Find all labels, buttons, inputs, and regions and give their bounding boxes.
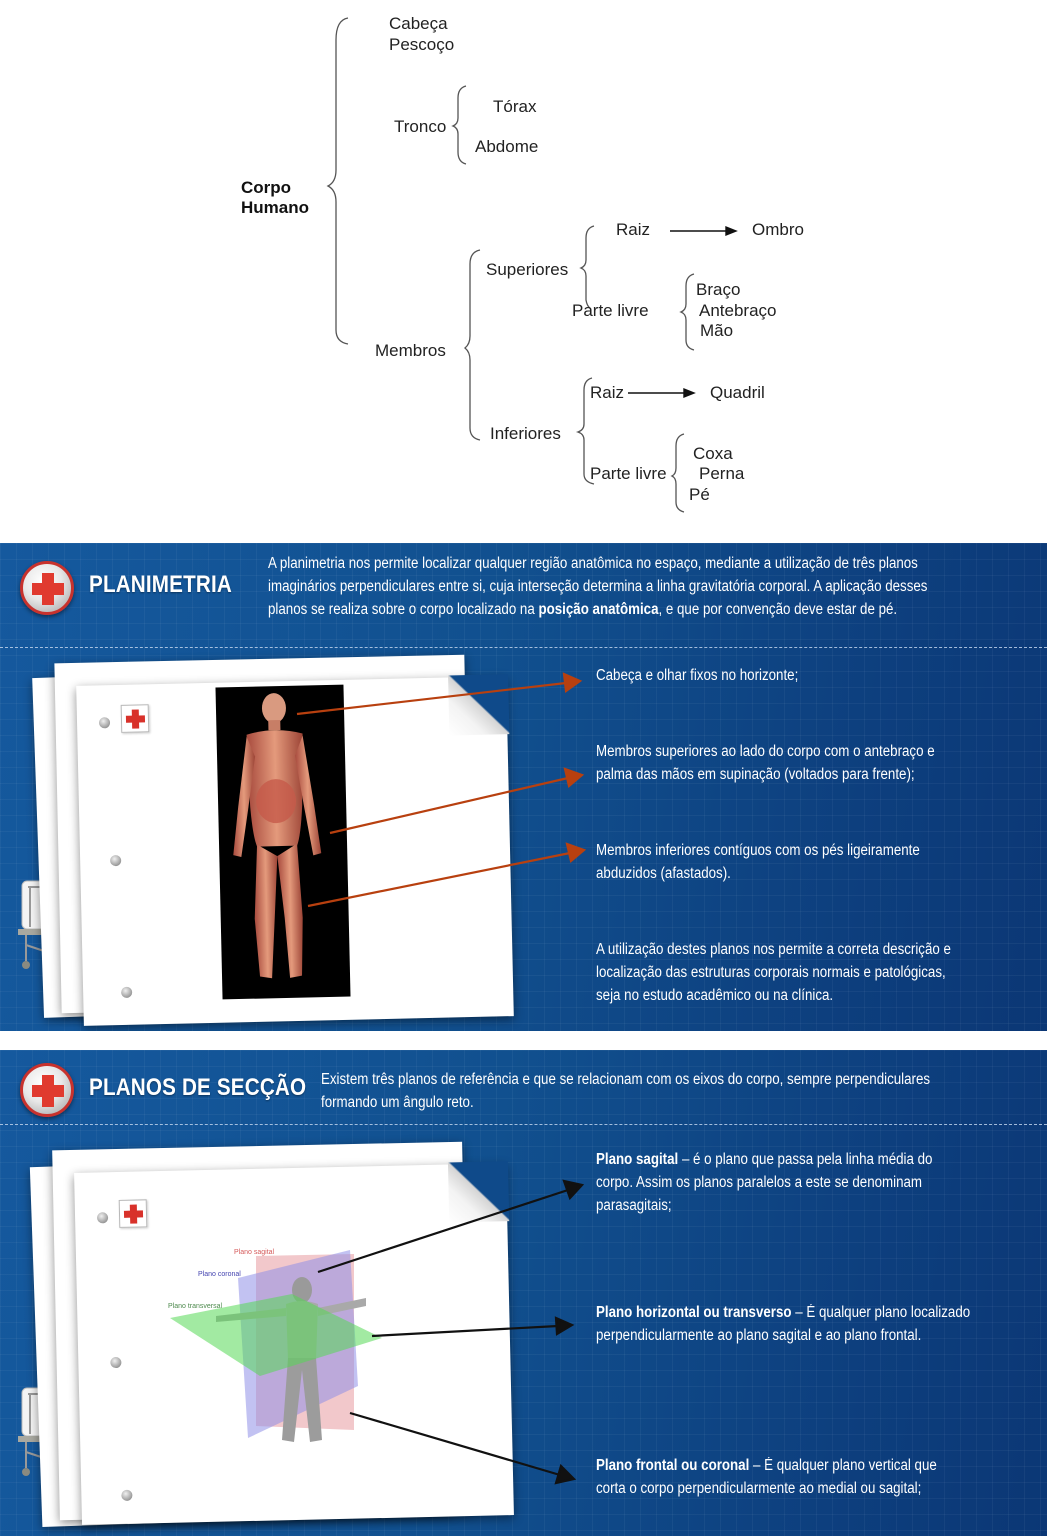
planimetria-panel: PLANIMETRIA A planimetria nos permite lo…: [0, 543, 1047, 1031]
anatomical-position-image: [215, 684, 351, 1000]
node-superiores: Superiores: [486, 260, 569, 279]
node-abdome: Abdome: [475, 137, 539, 156]
bullet-membros-superiores: Membros superiores ao lado do corpo com …: [596, 743, 935, 783]
node-torax: Tórax: [493, 97, 537, 116]
node-inferiores: Inferiores: [490, 424, 561, 443]
intro-line: formando um ângulo reto.: [321, 1094, 474, 1111]
binder-hole: [121, 986, 133, 998]
bullet-cabeca: Cabeça e olhar fixos no horizonte;: [596, 667, 799, 684]
human-body-figure: [233, 693, 322, 979]
node-antebraco: Antebraço: [699, 301, 777, 320]
posicao-anatomica-emphasis: posição anatômica: [538, 601, 659, 618]
small-medical-cross-icon: [118, 1199, 148, 1228]
node-inf-raiz: Raiz: [590, 383, 625, 402]
intro-line: imaginários perpendiculares entre si, cu…: [268, 578, 928, 595]
page-curl: [448, 674, 510, 736]
node-humano-label: Humano: [241, 198, 309, 217]
binder-hole: [121, 1489, 133, 1501]
planimetria-intro: A planimetria nos permite localizar qual…: [268, 552, 1025, 621]
node-membros: Membros: [375, 341, 446, 360]
node-braco: Braço: [696, 280, 741, 299]
node-tronco: Tronco: [394, 117, 447, 136]
node-perna: Perna: [699, 464, 745, 483]
node-pescoco: Pescoço: [389, 35, 455, 54]
node-quadril: Quadril: [710, 383, 765, 402]
intro-line: planos se realiza sobre o corpo localiza…: [268, 601, 898, 618]
node-sup-parte-livre: Parte livre: [572, 301, 649, 320]
planimetria-conclusion: A utilização destes planos nos permite a…: [596, 941, 951, 1004]
paper-sheet-front: [74, 1161, 514, 1525]
section-divider: [0, 1124, 1047, 1125]
planos-intro: Existem três planos de referência e que …: [321, 1068, 1047, 1114]
node-inf-parte-livre: Parte livre: [590, 464, 667, 483]
bullet-plano-horizontal: Plano horizontal ou transverso – É qualq…: [596, 1304, 971, 1344]
node-cabeca: Cabeça: [389, 14, 448, 33]
bullet-plano-frontal: Plano frontal ou coronal – É qualquer pl…: [596, 1457, 937, 1497]
planos-title: PLANOS DE SECÇÃO: [89, 1074, 307, 1101]
binder-hole: [98, 717, 111, 729]
binder-hole: [110, 854, 122, 867]
section-divider: [0, 647, 1047, 648]
body-hierarchy-diagram: Corpo Humano Cabeça Pescoço Tronco Tórax…: [0, 0, 1047, 530]
planos-de-seccao-panel: PLANOS DE SECÇÃO Existem três planos de …: [0, 1050, 1047, 1536]
medical-cross-icon: [20, 561, 74, 615]
binder-hole: [96, 1212, 109, 1224]
medical-cross-icon: [20, 1063, 74, 1117]
node-mao: Mão: [700, 321, 734, 340]
node-corpo-humano: Corpo Humano: [241, 178, 309, 218]
node-corpo-label: Corpo: [241, 178, 292, 197]
node-coxa: Coxa: [693, 444, 733, 463]
planimetria-title: PLANIMETRIA: [89, 571, 232, 598]
page-curl: [447, 1161, 510, 1223]
node-ombro: Ombro: [752, 220, 804, 239]
bullet-plano-sagital: Plano sagital – é o plano que passa pela…: [596, 1151, 933, 1214]
binder-hole: [110, 1356, 122, 1369]
bracket-lines: [326, 17, 738, 513]
node-sup-raiz: Raiz: [616, 220, 651, 239]
intro-line: Existem três planos de referência e que …: [321, 1071, 931, 1088]
node-pe: Pé: [689, 485, 710, 504]
small-medical-cross-icon: [120, 704, 150, 733]
bullet-membros-inferiores: Membros inferiores contíguos com os pés …: [596, 842, 920, 882]
intro-line: A planimetria nos permite localizar qual…: [268, 555, 918, 572]
